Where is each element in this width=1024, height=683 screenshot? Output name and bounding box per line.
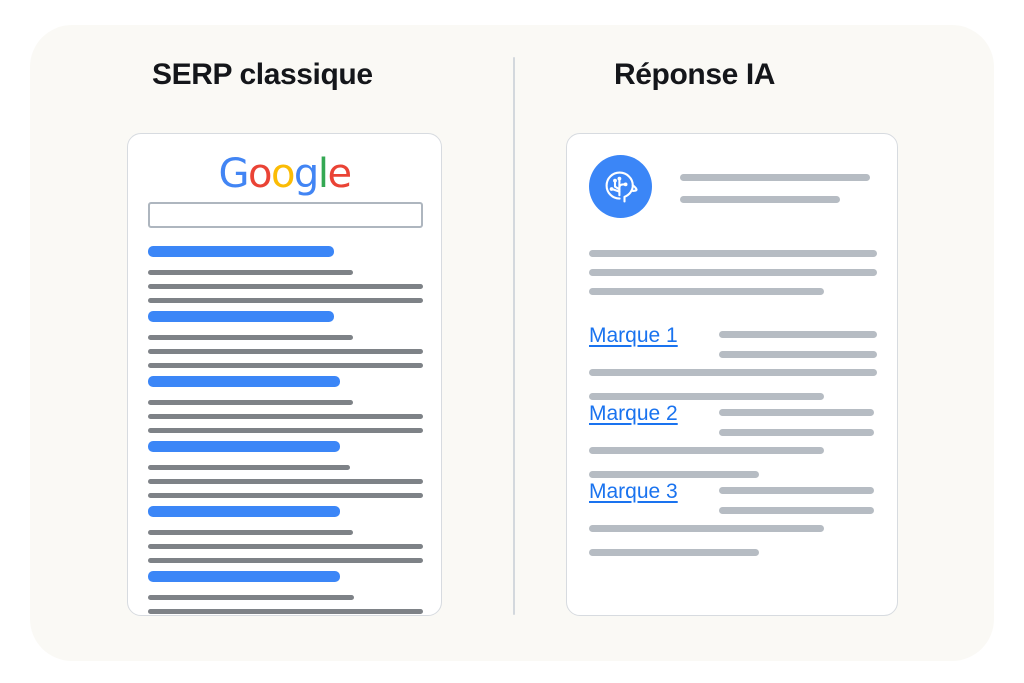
brand-side-line xyxy=(719,409,874,416)
serp-card: Google xyxy=(127,133,442,616)
ai-header-line xyxy=(680,196,840,203)
serp-result-title-bar[interactable] xyxy=(148,506,340,517)
brand-below-line xyxy=(589,369,877,376)
brand-side-line xyxy=(719,507,874,514)
serp-result-snippet-line xyxy=(148,284,423,289)
brand-below-line xyxy=(589,471,759,478)
serp-result-snippet-line xyxy=(148,298,423,303)
ai-header-line xyxy=(680,174,870,181)
ai-intro-line xyxy=(589,288,824,295)
brand-side-line xyxy=(719,351,877,358)
google-logo: Google xyxy=(128,154,441,194)
column-divider xyxy=(513,57,515,615)
column-title-ai: Réponse IA xyxy=(614,58,776,91)
brand-link-3[interactable]: Marque 3 xyxy=(589,480,678,503)
serp-result-snippet-line xyxy=(148,544,423,549)
brand-side-line xyxy=(719,429,874,436)
serp-result-snippet-line xyxy=(148,414,423,419)
serp-result-snippet-line xyxy=(148,558,423,563)
ai-head-circuit-icon xyxy=(589,155,652,218)
serp-result-snippet-line xyxy=(148,530,353,535)
serp-result-snippet-line xyxy=(148,270,353,275)
google-logo-letter-0: G xyxy=(218,151,249,197)
serp-result-title-bar[interactable] xyxy=(148,311,334,322)
ai-intro-line xyxy=(589,250,877,257)
ai-answer-card: Marque 1 Marque 2 Marque 3 xyxy=(566,133,898,616)
serp-result-title-bar[interactable] xyxy=(148,571,340,582)
google-logo-letter-4: l xyxy=(317,151,329,197)
serp-result-title-bar[interactable] xyxy=(148,246,334,257)
brand-link-2[interactable]: Marque 2 xyxy=(589,402,678,425)
serp-result-snippet-line xyxy=(148,335,353,340)
brand-below-line xyxy=(589,549,759,556)
serp-result-snippet-line xyxy=(148,349,423,354)
serp-result-snippet-line xyxy=(148,400,353,405)
google-logo-letter-2: o xyxy=(270,151,295,197)
brand-link-1[interactable]: Marque 1 xyxy=(589,324,678,347)
serp-result-snippet-line xyxy=(148,479,423,484)
brand-below-line xyxy=(589,525,824,532)
google-logo-letter-5: e xyxy=(327,151,352,197)
brand-side-line xyxy=(719,487,874,494)
brand-below-line xyxy=(589,447,824,454)
serp-result-title-bar[interactable] xyxy=(148,441,340,452)
serp-result-snippet-line xyxy=(148,595,354,600)
serp-result-title-bar[interactable] xyxy=(148,376,340,387)
brand-side-line xyxy=(719,331,877,338)
serp-result-snippet-line xyxy=(148,363,423,368)
serp-result-snippet-line xyxy=(148,428,423,433)
brand-below-line xyxy=(589,393,824,400)
serp-result-snippet-line xyxy=(148,465,350,470)
ai-intro-line xyxy=(589,269,877,276)
google-logo-letter-3: g xyxy=(293,151,319,197)
serp-result-snippet-line xyxy=(148,493,423,498)
serp-result-snippet-line xyxy=(148,609,423,614)
column-title-serp: SERP classique xyxy=(152,58,373,91)
search-input[interactable] xyxy=(148,202,423,228)
google-logo-letter-1: o xyxy=(247,151,272,197)
